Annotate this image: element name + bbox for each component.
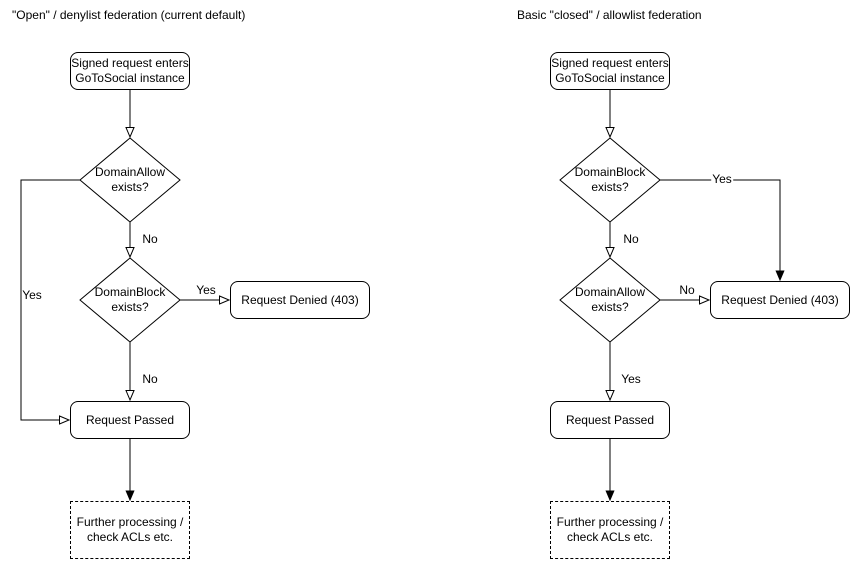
left-further-node: Further processing / check ACLs etc.: [70, 501, 190, 559]
right-decision2-yes-label: Yes: [620, 372, 642, 386]
right-decision2-diamond: [559, 257, 661, 343]
left-start-node: Signed request enters GoToSocial instanc…: [70, 52, 190, 90]
left-denied-node: Request Denied (403): [230, 281, 370, 319]
right-start-node: Signed request enters GoToSocial instanc…: [550, 52, 670, 90]
left-passed-node: Request Passed: [70, 401, 190, 439]
right-further-node: Further processing / check ACLs etc.: [550, 501, 670, 559]
right-chart-title: Basic "closed" / allowlist federation: [517, 8, 702, 22]
right-decision2-no-label: No: [678, 283, 696, 297]
right-decision1-yes-label: Yes: [711, 172, 733, 186]
left-decision2-diamond: [79, 257, 181, 343]
left-decision1-no-label: No: [141, 232, 159, 246]
left-decision1-diamond: [79, 137, 181, 223]
right-decision1-diamond: [559, 137, 661, 223]
right-passed-node: Request Passed: [550, 401, 670, 439]
right-denied-node: Request Denied (403): [710, 281, 850, 319]
right-edge-decision1-yes: [660, 179, 785, 282]
left-edge-decision1-yes: [20, 179, 80, 425]
right-decision1-no-label: No: [622, 232, 640, 246]
left-decision2-no-label: No: [141, 372, 159, 386]
left-decision2-yes-label: Yes: [195, 283, 217, 297]
left-decision1-yes-label: Yes: [22, 288, 42, 302]
left-chart-title: "Open" / denylist federation (current de…: [12, 8, 246, 22]
